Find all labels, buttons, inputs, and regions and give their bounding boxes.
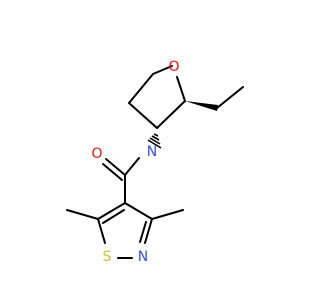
molecule-structure: O N O S N bbox=[66, 59, 244, 265]
atom-labels: O N O S N bbox=[91, 59, 179, 265]
atom-label-o-ring: O bbox=[168, 59, 179, 75]
bond-c3-n-inner bbox=[139, 221, 147, 243]
atom-n-amide: N bbox=[147, 144, 157, 160]
bond-c3-n bbox=[144, 218, 153, 244]
bond-ring-c3-c4 bbox=[128, 102, 158, 129]
bond-c4-c3 bbox=[124, 202, 153, 220]
atom-o-ring: O bbox=[168, 59, 179, 75]
bonds bbox=[66, 65, 244, 259]
atom-n-ring: N bbox=[138, 249, 148, 265]
atom-o-carbonyl: O bbox=[91, 146, 102, 162]
bond-ring-o-c2 bbox=[176, 76, 186, 102]
atom-label-n-amide: N bbox=[147, 144, 157, 160]
bond-ring-c4-c1 bbox=[128, 73, 154, 104]
bond-methyl-c3 bbox=[151, 209, 184, 220]
atom-label-o-carbonyl: O bbox=[91, 146, 102, 162]
bond-ethyl-chain bbox=[216, 86, 244, 109]
atom-label-n-ring: N bbox=[138, 249, 148, 265]
atom-label-s-ring: S bbox=[103, 249, 112, 265]
bond-ring-c2-c3 bbox=[156, 100, 186, 129]
bond-c4-c5 bbox=[97, 202, 126, 220]
bond-amide-c-n bbox=[124, 157, 140, 176]
atom-s-ring: S bbox=[103, 249, 112, 265]
hash-bond-c3-n bbox=[147, 133, 162, 149]
wedge-bond-c2-ethyl bbox=[185, 101, 218, 111]
bond-c4-c5-inner bbox=[102, 209, 125, 224]
bond-ring-c1-o bbox=[152, 65, 173, 75]
bond-carbonyl-2 bbox=[102, 163, 123, 181]
bond-c5-s bbox=[97, 218, 106, 244]
bond-methyl-c5 bbox=[66, 209, 99, 220]
bond-carbonyl-1 bbox=[105, 158, 126, 176]
